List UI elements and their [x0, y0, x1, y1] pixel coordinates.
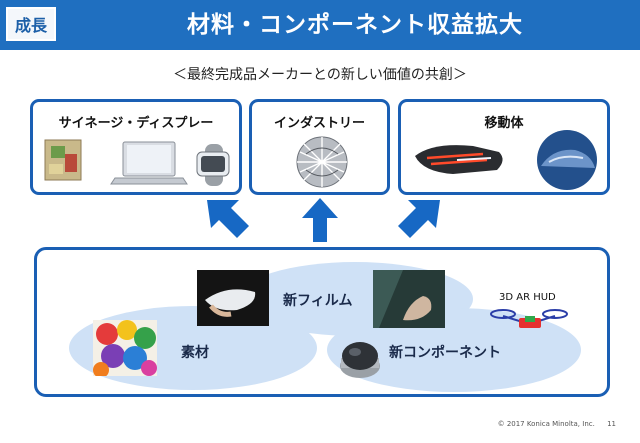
sensor-component-image [340, 342, 380, 378]
hud-label: 3D AR HUD [499, 292, 556, 303]
slide-subtitle: ＜最終完成品メーカーとの新しい価値の共創＞ [173, 67, 467, 83]
headlight-image [415, 145, 503, 174]
footer: © 2017 Konica Minolta, Inc. 11 [498, 420, 616, 428]
arrow-up-right-icon [398, 200, 440, 238]
copyright-text: © 2017 Konica Minolta, Inc. [497, 420, 595, 428]
signage-box: サイネージ・ディスプレー [30, 99, 242, 195]
car-image [537, 130, 597, 190]
page-number: 11 [607, 420, 616, 428]
arrow-up-left-icon [207, 200, 249, 238]
touch-screen-image [373, 270, 445, 328]
laptop-image [110, 141, 188, 185]
color-pigment-image [93, 320, 157, 376]
mobility-images [415, 130, 597, 190]
mobility-box: 移動体 [398, 99, 610, 195]
mobility-box-title: 移動体 [484, 116, 524, 131]
arrow-up-icon [302, 198, 338, 242]
signage-device-images [44, 139, 230, 186]
new-component-label: 新コンポーネント [389, 345, 501, 361]
material-label: 素材 [181, 345, 209, 361]
signage-box-title: サイネージ・ディスプレー [58, 116, 214, 131]
slide-title: 材料・コンポーネント収益拡大 [187, 12, 523, 38]
industry-box-title: インダストリー [273, 116, 365, 131]
film-hand-image [197, 270, 269, 326]
industry-box: インダストリー [249, 99, 390, 195]
smartwatch-image [196, 144, 230, 186]
header-bar [0, 0, 640, 50]
signage-panel-image [44, 139, 82, 181]
new-film-label: 新フィルム [283, 293, 353, 309]
category-tag: 成長 [6, 7, 56, 41]
drone-hud-image [490, 309, 568, 328]
materials-panel: 新フィルム 素材 新コンポーネント 3D AR HUD [34, 247, 610, 397]
lattice-sphere-image [296, 136, 348, 188]
